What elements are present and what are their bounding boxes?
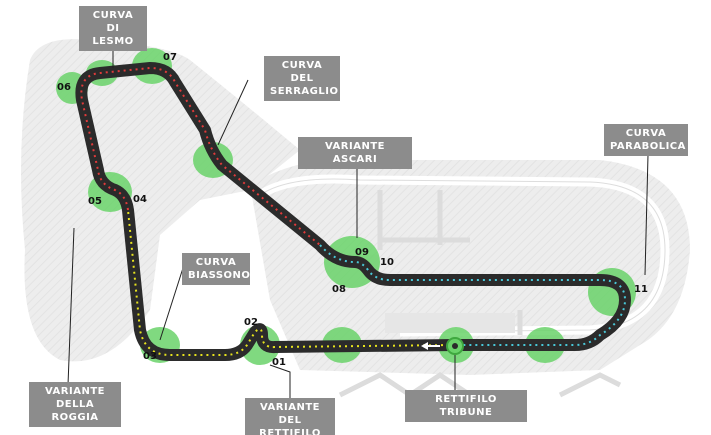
turn-number: 07 [163, 52, 177, 63]
park-area-south [250, 159, 690, 375]
turn-number: 02 [244, 317, 258, 328]
label-rettifilo-tribune: RETTIFILO TRIBUNE [405, 390, 527, 422]
sector-3-line [319, 244, 627, 346]
direction-arrow-icon [421, 342, 440, 350]
turn-number: 03 [143, 351, 157, 362]
label-variante-della-roggia: VARIANTE DELLA ROGGIA [29, 382, 121, 427]
turn-number: 01 [272, 357, 286, 368]
turn-number: 09 [355, 247, 369, 258]
turn-number: 06 [57, 82, 71, 93]
turn-number: 05 [88, 196, 102, 207]
turn-numbers: 01 02 03 04 05 06 07 08 09 10 11 [57, 52, 648, 368]
label-variante-ascari: VARIANTE ASCARI [298, 137, 412, 169]
pit-building [385, 313, 515, 333]
start-finish-marker [446, 337, 464, 355]
sector-2-line [80, 66, 321, 246]
label-variante-del-rettifilo: VARIANTE DEL RETTIFILO [245, 398, 335, 435]
turn-number: 10 [380, 257, 394, 268]
turn-number: 04 [133, 194, 147, 205]
sector-1-line [127, 209, 456, 356]
label-curva-biassono: CURVA BIASSONO [182, 253, 250, 285]
label-curva-del-serraglio: CURVA DEL SERRAGLIO [264, 56, 340, 101]
turn-number: 11 [634, 284, 648, 295]
label-curva-di-lesmo: CURVA DI LESMO [79, 6, 147, 51]
turn-number: 08 [332, 284, 346, 295]
label-curva-parabolica: CURVA PARABOLICA [604, 124, 688, 156]
